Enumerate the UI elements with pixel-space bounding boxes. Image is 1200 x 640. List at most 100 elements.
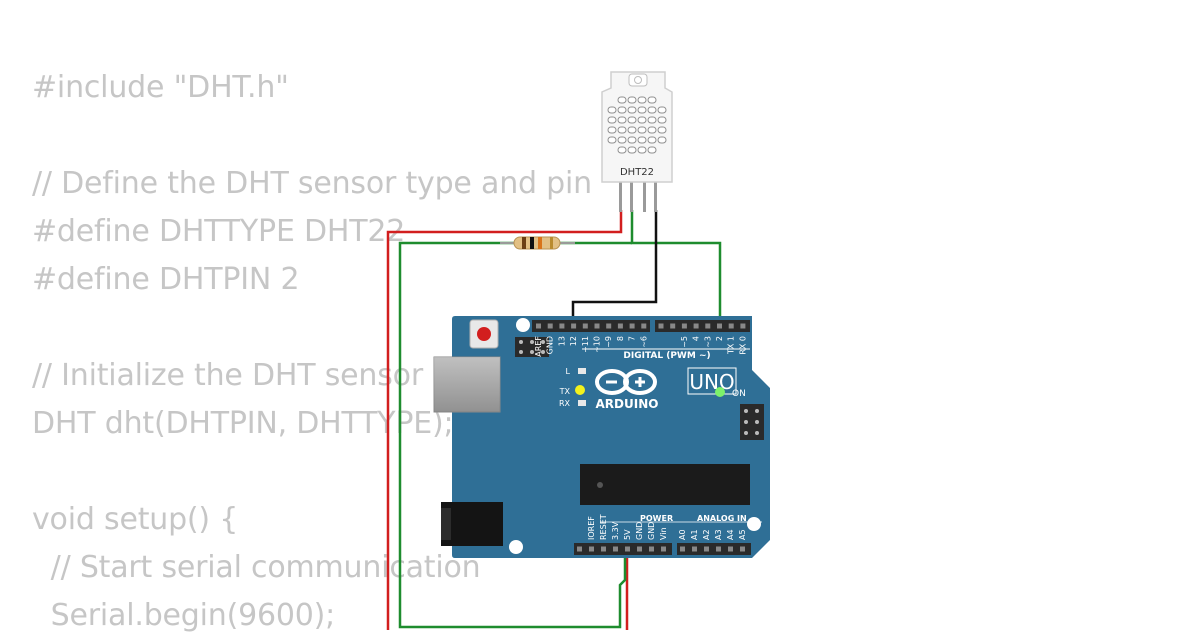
- tx-label: TX: [559, 387, 571, 396]
- grill-slot: [657, 106, 667, 114]
- code-line: void setup() {: [32, 502, 239, 537]
- sensor-grill: [607, 96, 667, 154]
- grill-slot: [657, 136, 667, 144]
- model-label: UNO: [689, 370, 734, 394]
- header-pin: [577, 546, 582, 552]
- icsp-header: [515, 337, 549, 357]
- led-tx: [575, 385, 585, 395]
- grill-slot: [647, 106, 657, 114]
- grill-slot: [627, 96, 637, 104]
- grill-slot: [607, 116, 617, 124]
- pin-label: A0: [678, 529, 687, 540]
- pin-label: ~6: [639, 336, 648, 348]
- header-pin: [681, 323, 687, 329]
- resistor[interactable]: [500, 236, 575, 250]
- code-line: // Start serial communication: [32, 550, 481, 585]
- dht22-sensor[interactable]: DHT22: [601, 71, 673, 212]
- code-line: // Initialize the DHT sensor: [32, 358, 423, 393]
- pin-label: 5V: [623, 529, 632, 540]
- pin-label: 13: [557, 336, 566, 346]
- digital-header-right: [655, 320, 750, 332]
- grill-slot: [657, 126, 667, 134]
- header-pin: [641, 323, 647, 329]
- sensor-label: DHT22: [620, 167, 654, 178]
- header-pin: [571, 323, 577, 329]
- pin-label: ~11: [581, 336, 590, 353]
- power-header: [574, 543, 672, 555]
- header-pin: [629, 323, 635, 329]
- wire-black-gnd[interactable]: [571, 210, 658, 322]
- led-l: [578, 368, 586, 374]
- grill-slot: [617, 106, 627, 114]
- grill-slot: [627, 116, 637, 124]
- mounting-hole: [516, 318, 530, 332]
- header-pin: [704, 546, 709, 552]
- pin-label: AREF: [534, 336, 543, 357]
- analog-header: [677, 543, 751, 555]
- grill-slot: [617, 146, 627, 154]
- pin-label: TX 1: [727, 336, 736, 355]
- header-pin: [536, 323, 541, 329]
- pin-label: 8: [616, 336, 625, 341]
- pin-label: 12: [569, 336, 578, 346]
- wire-green-data[interactable]: [630, 210, 722, 322]
- grill-slot: [627, 106, 637, 114]
- pin-label: ~5: [680, 336, 689, 348]
- code-line: #include "DHT.h": [32, 70, 289, 105]
- header-pin: [728, 323, 734, 329]
- header-pin: [594, 323, 600, 329]
- code-line: #define DHTPIN 2: [32, 262, 300, 297]
- pin-label: GND: [647, 522, 656, 540]
- pin-label: GND: [635, 522, 644, 540]
- header-pin: [658, 323, 664, 329]
- pin-label: ~3: [703, 336, 712, 348]
- grill-slot: [627, 146, 637, 154]
- microcontroller-chip: [580, 464, 750, 505]
- grill-slot: [637, 126, 647, 134]
- header-pin: [670, 323, 676, 329]
- header-pin: [559, 323, 565, 329]
- header-pin: [740, 546, 745, 552]
- grill-slot: [617, 96, 627, 104]
- on-label: ON: [732, 389, 746, 399]
- grill-slot: [637, 96, 647, 104]
- power-label: POWER: [640, 514, 673, 523]
- header-pin: [716, 546, 721, 552]
- code-line: #define DHTTYPE DHT22: [32, 214, 406, 249]
- header-pin: [717, 323, 722, 329]
- grill-slot: [657, 116, 667, 124]
- header-pin: [661, 546, 666, 552]
- pin-label: ~10: [593, 336, 602, 353]
- wires: [386, 210, 722, 630]
- header-pin: [649, 546, 654, 552]
- grill-slot: [607, 106, 617, 114]
- mounting-hole: [509, 540, 523, 554]
- grill-slot: [647, 136, 657, 144]
- grill-slot: [647, 126, 657, 134]
- wire-red-vcc[interactable]: [386, 210, 623, 630]
- wire-green-gnd-return[interactable]: [398, 241, 632, 629]
- pin-label: A2: [702, 529, 711, 540]
- grill-slot: [627, 136, 637, 144]
- digital-label: DIGITAL (PWM ~): [623, 351, 710, 361]
- header-pin: [692, 546, 697, 552]
- grill-slot: [637, 146, 647, 154]
- grill-slot: [617, 136, 627, 144]
- header-pin: [693, 323, 699, 329]
- pin-label: 2: [715, 336, 724, 341]
- header-pin: [637, 546, 642, 552]
- header-pin: [617, 323, 623, 329]
- grill-slot: [617, 126, 627, 134]
- grill-slot: [607, 136, 617, 144]
- reset-button[interactable]: [477, 327, 491, 341]
- header-pin: [625, 546, 630, 552]
- icsp-header-right: [740, 404, 764, 440]
- code-line: // Define the DHT sensor type and pin: [32, 166, 592, 201]
- pin-label: A5: [738, 529, 747, 540]
- grill-slot: [637, 136, 647, 144]
- pin-label: IOREF: [587, 516, 596, 540]
- header-pin: [547, 323, 553, 329]
